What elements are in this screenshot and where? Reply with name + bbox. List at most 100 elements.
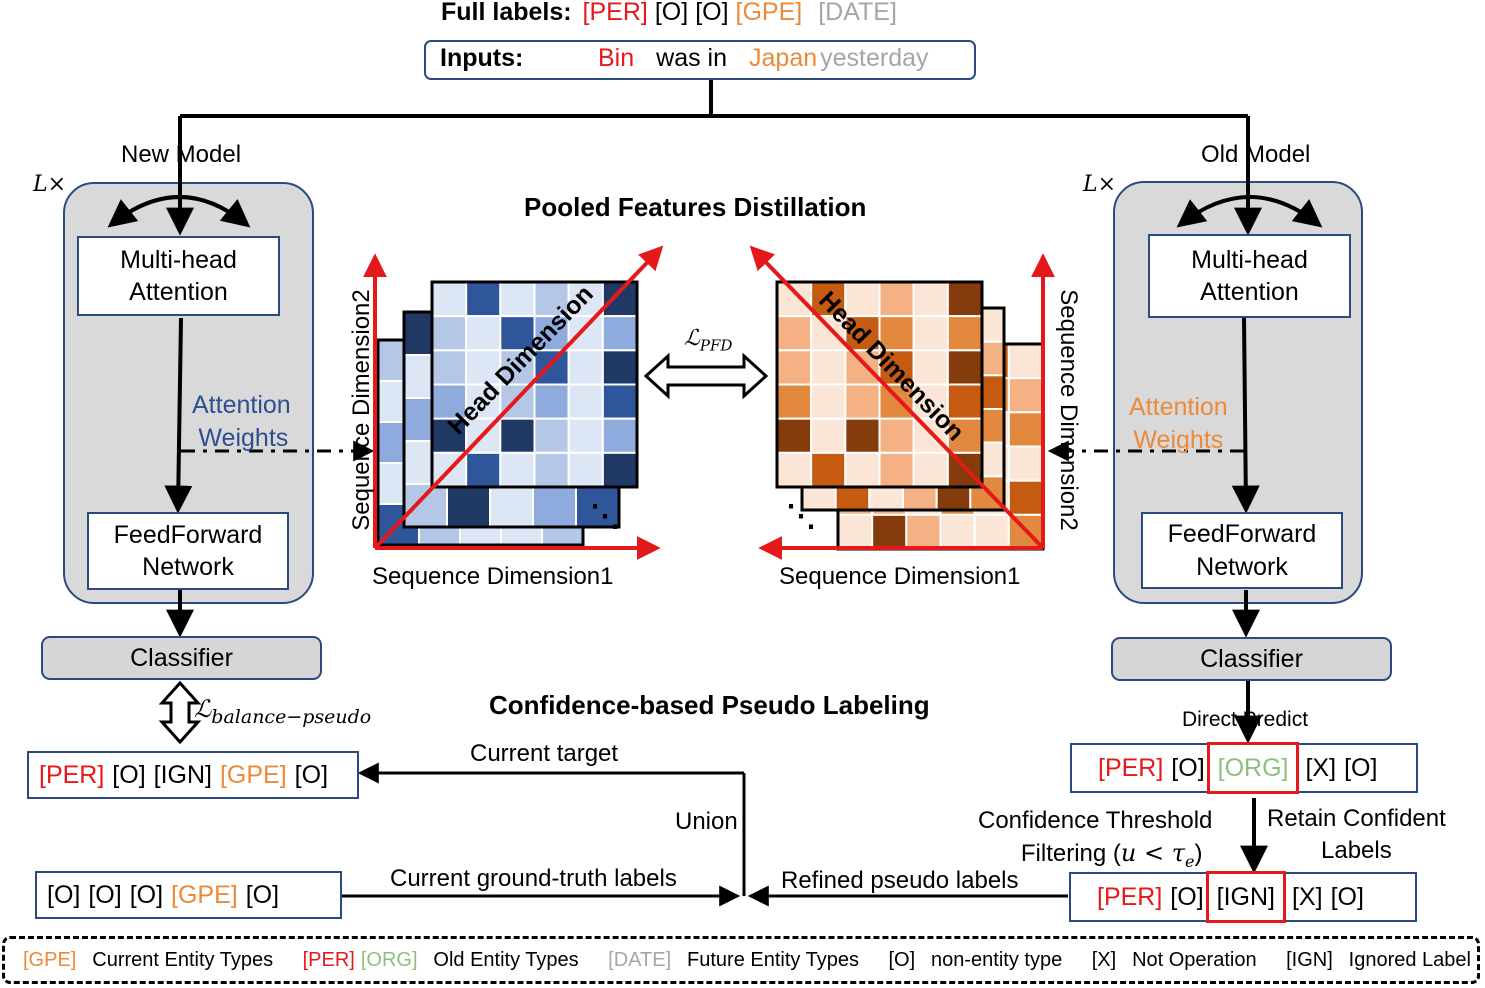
label-tag: [GPE] (219, 760, 287, 789)
legend-tag: [PER] (302, 948, 355, 971)
heatmap-cell (810, 451, 847, 489)
highlighted-label-box: [ORG] (1206, 742, 1300, 794)
pfd-double-arrow (643, 352, 769, 400)
input-token: yesterday (820, 44, 929, 72)
new-weights-line2: Weights (198, 423, 289, 452)
new-attention-line1: Multi-head (120, 245, 237, 274)
pfd-loss-symbol: ℒ (684, 326, 700, 351)
direct-predict-label: Direct Predict (1182, 708, 1309, 731)
label-tag: [O] (245, 880, 280, 909)
current-target-label: Current target (470, 740, 619, 767)
label-tag: [GPE] (171, 880, 238, 909)
heatmap-cell (946, 383, 983, 420)
distillation-title: Pooled Features Distillation (524, 192, 867, 222)
heatmap-cell (810, 315, 847, 352)
old-weights-label: Attention Weights (1129, 391, 1228, 456)
left-x-axis-label: Sequence Dimension1 (372, 563, 614, 590)
refined-label: Refined pseudo labels (781, 867, 1019, 894)
heatmap-cell (465, 451, 502, 489)
left-ellipsis: ⋱ (590, 500, 620, 533)
new-attention-line2: Attention (129, 278, 228, 306)
old-ffn-box: FeedForward Network (1141, 512, 1343, 589)
new-ffn-line2: Network (142, 553, 234, 581)
new-weights-label: Attention Weights (192, 389, 291, 454)
old-weights-line2: Weights (1133, 425, 1224, 454)
label-tag: [IGN] (153, 760, 212, 789)
heatmap-cell (912, 417, 949, 454)
right-ellipsis: ⋱ (786, 500, 816, 533)
current-target-box: [PER][O][IGN][GPE][O] (27, 751, 359, 799)
new-weights-line1: Attention (192, 391, 291, 419)
label-tag: [O] (1330, 882, 1364, 911)
right-x-axis-label: Sequence Dimension1 (779, 563, 1021, 590)
retain-line2: Labels (1321, 837, 1392, 865)
heatmap-cell (1007, 411, 1044, 448)
legend-desc: Not Operation (1132, 948, 1257, 971)
heatmap-cell (499, 349, 536, 386)
heatmap-cell (837, 513, 874, 550)
legend-desc: non-entity type (931, 948, 1063, 971)
heatmap-cell (810, 417, 847, 454)
legend: [GPE]Current Entity Types[PER][ORG]Old E… (2, 936, 1480, 984)
heatmap-cell (946, 349, 983, 386)
heatmap-cell (601, 315, 638, 352)
new-model-repeat: L× (33, 172, 67, 197)
heatmap-cell (532, 483, 577, 528)
heatmap-cell (489, 483, 534, 528)
heatmap-cell (1007, 343, 1044, 380)
heatmap-cell (567, 417, 604, 454)
label-tag: [PER] (1098, 753, 1164, 782)
left-y-axis-label: Sequence Dimension2 (348, 289, 375, 531)
new-model-title: New Model (121, 141, 242, 168)
heatmap-cell (844, 451, 881, 489)
label-tag: [O] (1171, 753, 1205, 782)
heatmap-cell (878, 281, 915, 318)
label-tag: [O] (112, 760, 146, 789)
old-classifier-box: Classifier (1111, 637, 1392, 681)
old-weights-line1: Attention (1129, 393, 1228, 421)
heatmap-cell (601, 417, 638, 454)
highlighted-label-box: [IGN] (1205, 871, 1286, 923)
label-tag: [PER] (1097, 882, 1163, 911)
union-label: Union (675, 808, 738, 835)
threshold-label: Confidence Threshold Filtering (u < τe) (978, 805, 1212, 873)
new-model-curve-arrow (107, 195, 251, 228)
heatmap-cell (567, 451, 604, 489)
heatmap-cell (878, 451, 915, 489)
legend-desc: Old Entity Types (433, 948, 579, 971)
label-tag: [O] (129, 880, 164, 909)
heatmap-cell (533, 383, 570, 420)
heatmap-cell (878, 417, 915, 454)
predict-labels-box: [PER][O][ORG][X][O] (1070, 742, 1418, 794)
heatmap-frame (430, 280, 639, 489)
full-labels-row: Full labels: [PER][O][O][GPE][DATE] (441, 0, 897, 27)
legend-desc: Future Entity Types (687, 948, 859, 971)
balance-loss: ℒbalance−pseudo (194, 695, 371, 729)
heatmap-cell (973, 513, 1010, 550)
heatmap-cell (878, 315, 915, 352)
heatmap-cell (810, 349, 847, 386)
heatmap-cell (946, 281, 983, 318)
old-multihead-attention-box: Multi-head Attention (1148, 234, 1351, 318)
old-attention-line2: Attention (1200, 278, 1299, 306)
label-tag: [O] (88, 880, 122, 909)
threshold-math: u < τ (1120, 839, 1186, 868)
left-diagonal-arrow (373, 245, 664, 550)
balance-loss-symbol: ℒ (194, 695, 212, 723)
retain-label: Retain Confident Labels (1267, 803, 1446, 868)
legend-tag: [O] (888, 948, 916, 971)
heatmap-frame (775, 280, 984, 489)
heatmap-cell (905, 513, 942, 550)
old-attention-line1: Multi-head (1191, 245, 1308, 274)
old-classifier-label: Classifier (1200, 644, 1303, 673)
heatmap-cell (878, 349, 915, 386)
old-model-repeat: L× (1083, 172, 1117, 197)
heatmap-cell (446, 483, 491, 528)
heatmap-cell (776, 383, 813, 420)
heatmap-cell (533, 451, 570, 489)
legend-tag: [DATE] (608, 948, 672, 971)
heatmap-cell (776, 349, 813, 386)
